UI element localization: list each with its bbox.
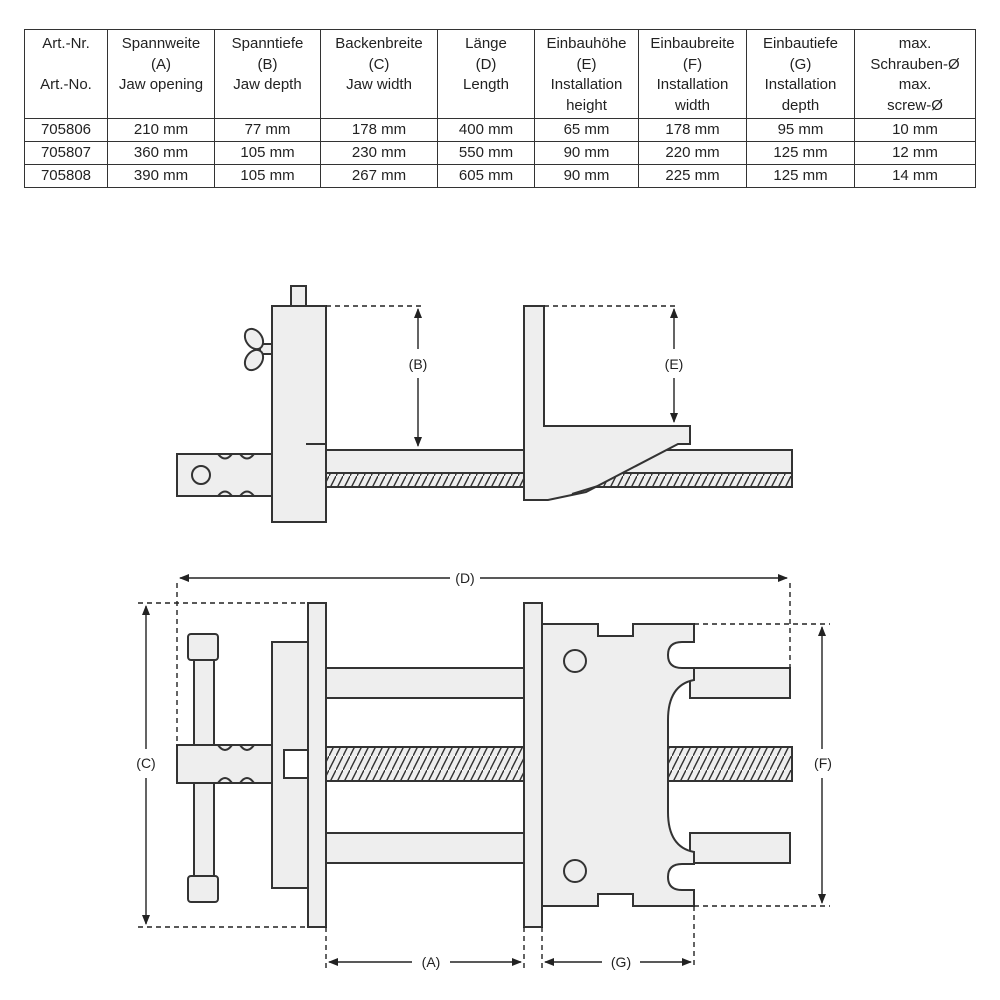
label-d: (D) [455, 570, 474, 586]
column-header-line: (D) [475, 55, 497, 73]
column-header-line: Spanntiefe [231, 35, 304, 52]
label-a: (A) [422, 954, 441, 970]
column-header-line: Länge [465, 35, 507, 52]
top-view-upper-rail-front [325, 667, 529, 699]
top-view-upper-rail-rear [689, 667, 791, 699]
dimension-lines [138, 305, 830, 968]
column-header-line: Jaw opening [118, 76, 204, 93]
column-header-line: width [674, 96, 711, 114]
top-view-lower-rail-rear [689, 832, 791, 864]
column-header: Art.-Nr. Art.-No. [24, 29, 108, 119]
wing-nut-upper [243, 327, 265, 351]
column-header: Spannweite (A) Jaw opening [107, 29, 215, 119]
spec-table-header: Art.-Nr. Art.-No. Spannweite (A) Jaw openin… [24, 29, 976, 119]
column-header-line: (E) [576, 55, 597, 73]
column-header: Einbaubreite (F) Installation width [638, 29, 747, 119]
column-header-line: (B) [257, 55, 278, 73]
column-header: max. Schrauben-Ø max. screw-Ø [854, 29, 976, 119]
column-header-line: height [566, 96, 607, 114]
top-view-handle [176, 744, 274, 784]
table-cell: 400 mm [437, 118, 535, 142]
column-header: Einbauhöhe (E) Installation height [534, 29, 639, 119]
column-header-line: screw-Ø [887, 96, 943, 114]
table-cell: 390 mm [107, 164, 215, 188]
top-view-lower-rail-front [325, 832, 529, 864]
top-view-front-jaw [307, 602, 327, 928]
top-view-tommy-bar-cap-bottom [187, 875, 219, 903]
top-view [176, 602, 793, 928]
table-cell: 225 mm [638, 164, 747, 188]
table-cell: 90 mm [534, 141, 639, 165]
table-cell: 77 mm [214, 118, 321, 142]
mounting-hole-upper [563, 649, 587, 673]
side-view [176, 285, 793, 523]
column-header-line: Jaw width [346, 76, 412, 93]
label-g: (G) [611, 954, 631, 970]
column-header-line: Jaw depth [233, 76, 302, 93]
column-header-line: Art.-No. [40, 76, 92, 93]
top-view-rear-jaw [523, 602, 543, 928]
table-cell: 550 mm [437, 141, 535, 165]
column-header-line: Einbauhöhe [546, 35, 627, 52]
table-cell: 210 mm [107, 118, 215, 142]
column-header-line: (G) [789, 55, 812, 73]
column-header-line: (C) [368, 55, 390, 73]
top-view-mounting-plate [541, 623, 695, 907]
column-header-line: max. [898, 35, 932, 52]
column-header-line: Installation [656, 76, 729, 93]
wing-nut-lower [243, 348, 265, 372]
top-view-screw-front [325, 746, 529, 782]
table-cell: 267 mm [320, 164, 438, 188]
column-header-line: Backenbreite [335, 35, 423, 52]
mounting-hole-lower [563, 859, 587, 883]
label-e: (E) [665, 356, 684, 372]
table-cell: 220 mm [638, 141, 747, 165]
table-cell: 12 mm [854, 141, 976, 165]
side-view-front-jaw [271, 305, 327, 523]
column-header-line: (A) [151, 55, 171, 73]
label-f: (F) [814, 755, 832, 771]
column-header-line: depth [781, 96, 820, 114]
spec-table: Art.-Nr. Art.-No. Spannweite (A) Jaw openin… [24, 29, 976, 188]
column-header-line: Schrauben-Ø [870, 55, 960, 73]
table-cell: 178 mm [638, 118, 747, 142]
table-cell: 90 mm [534, 164, 639, 188]
column-header-line: Art.-Nr. [42, 35, 90, 52]
column-header-line: Spannweite [121, 35, 201, 52]
top-view-screw-rear [662, 746, 793, 782]
column-header: Backenbreite (C) Jaw width [320, 29, 438, 119]
table-cell: 105 mm [214, 141, 321, 165]
column-header: Länge (D) Length [437, 29, 535, 119]
table-cell: 125 mm [746, 164, 855, 188]
column-header-line: Einbautiefe [762, 35, 839, 52]
column-header-line: (F) [682, 55, 703, 73]
table-cell: 105 mm [214, 164, 321, 188]
column-header-line: Installation [550, 76, 623, 93]
column-header-line: Length [463, 76, 509, 93]
side-view-screw-top [290, 285, 307, 307]
top-view-tommy-bar-cap-top [187, 633, 219, 661]
column-header-line: max. [898, 76, 932, 93]
side-view-rear-jaw [523, 305, 691, 501]
column-header-line: Einbaubreite [650, 35, 735, 52]
label-b: (B) [409, 356, 428, 372]
table-cell: 14 mm [854, 164, 976, 188]
column-header: Einbautiefe (G) Installation depth [746, 29, 855, 119]
side-view-handle-hole [191, 465, 211, 485]
table-cell: 178 mm [320, 118, 438, 142]
label-c: (C) [136, 755, 155, 771]
column-header-line: Installation [764, 76, 837, 93]
table-cell: 360 mm [107, 141, 215, 165]
table-cell: 605 mm [437, 164, 535, 188]
